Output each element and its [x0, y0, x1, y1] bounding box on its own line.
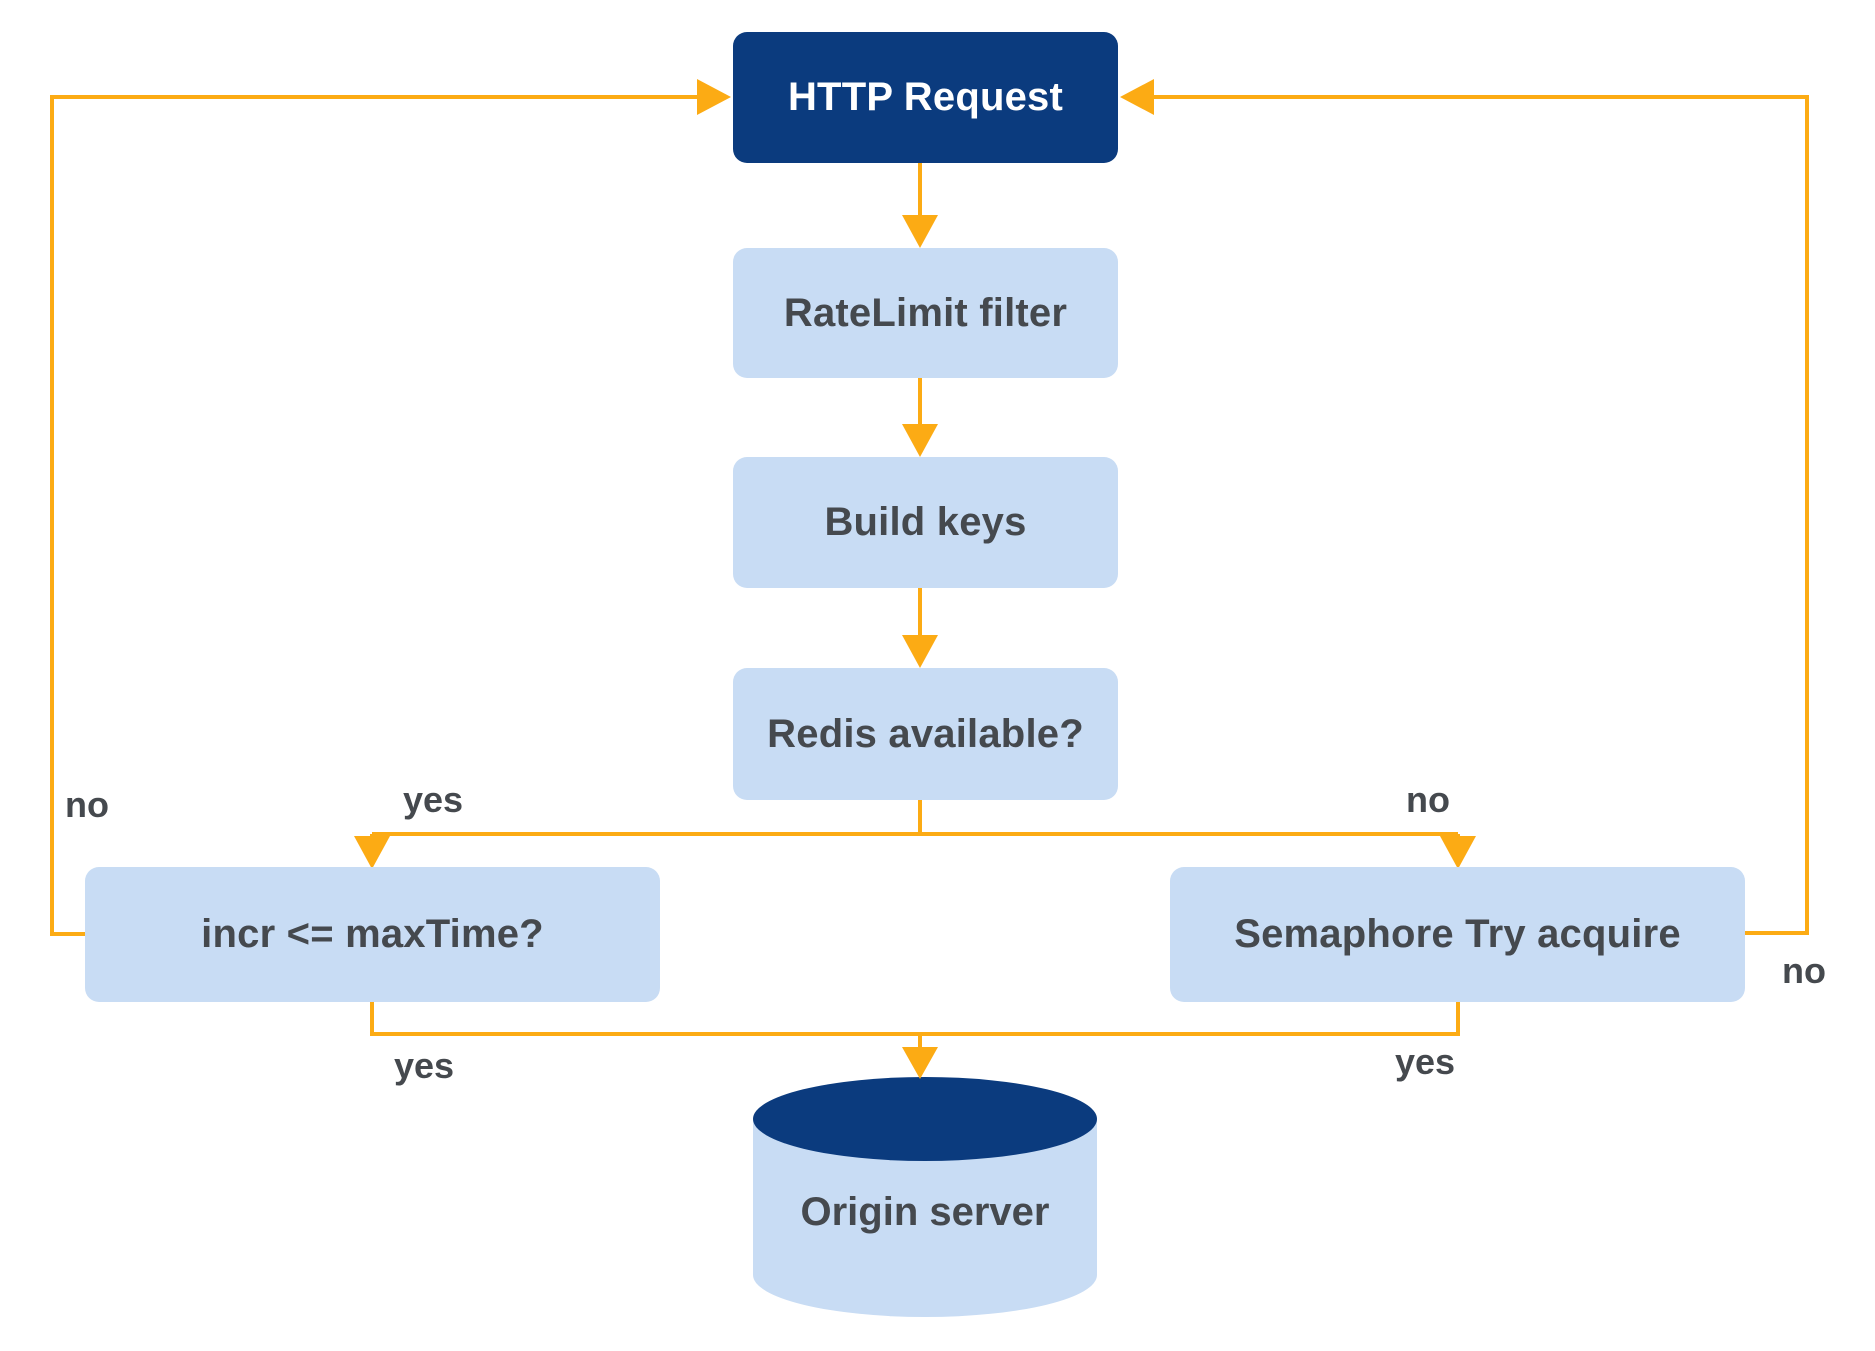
- edge-label-incr-yes: yes: [393, 1045, 455, 1086]
- edge-label-semaphore-yes: yes: [1394, 1041, 1456, 1082]
- node-redis-available-label: Redis available?: [767, 711, 1084, 756]
- edge-semaphore-no-loop: [1152, 95, 1809, 935]
- node-semaphore-try-acquire: Semaphore Try acquire: [1170, 867, 1745, 1002]
- arrowhead-incr: [354, 836, 390, 869]
- node-build-keys: Build keys: [733, 457, 1118, 588]
- node-origin-server-label: Origin server: [800, 1190, 1050, 1234]
- node-http-request-label: HTTP Request: [787, 75, 1064, 119]
- arrowhead-semaphore: [1440, 836, 1476, 869]
- arrowhead-ratelimit: [902, 215, 938, 248]
- arrowhead-http-left: [697, 79, 731, 115]
- node-build-keys-label: Build keys: [824, 500, 1027, 544]
- node-incr-maxtime: incr <= maxTime?: [85, 867, 660, 1002]
- node-redis-available: Redis available?: [733, 668, 1118, 800]
- edge-label-incr-no: no: [65, 784, 109, 825]
- arrowhead-redis: [902, 635, 938, 668]
- edge-label-redis-no: no: [1406, 779, 1450, 820]
- node-incr-maxtime-label: incr <= maxTime?: [201, 912, 544, 956]
- edge-label-semaphore-no: no: [1782, 950, 1826, 991]
- node-semaphore-try-acquire-label: Semaphore Try acquire: [1234, 912, 1681, 956]
- edge-merge-to-origin: [370, 1002, 1460, 1049]
- edge-incr-no-loop: [50, 95, 699, 936]
- origin-server-cylinder-top: [753, 1077, 1097, 1161]
- edge-redis-split: [370, 800, 1460, 838]
- edge-label-redis-yes: yes: [402, 779, 464, 820]
- arrowhead-http-right: [1120, 79, 1154, 115]
- node-ratelimit-filter: RateLimit filter: [733, 248, 1118, 378]
- arrowhead-buildkeys: [902, 424, 938, 457]
- arrowhead-origin: [902, 1047, 938, 1079]
- node-http-request: HTTP Request: [733, 32, 1118, 163]
- node-ratelimit-filter-label: RateLimit filter: [783, 290, 1068, 335]
